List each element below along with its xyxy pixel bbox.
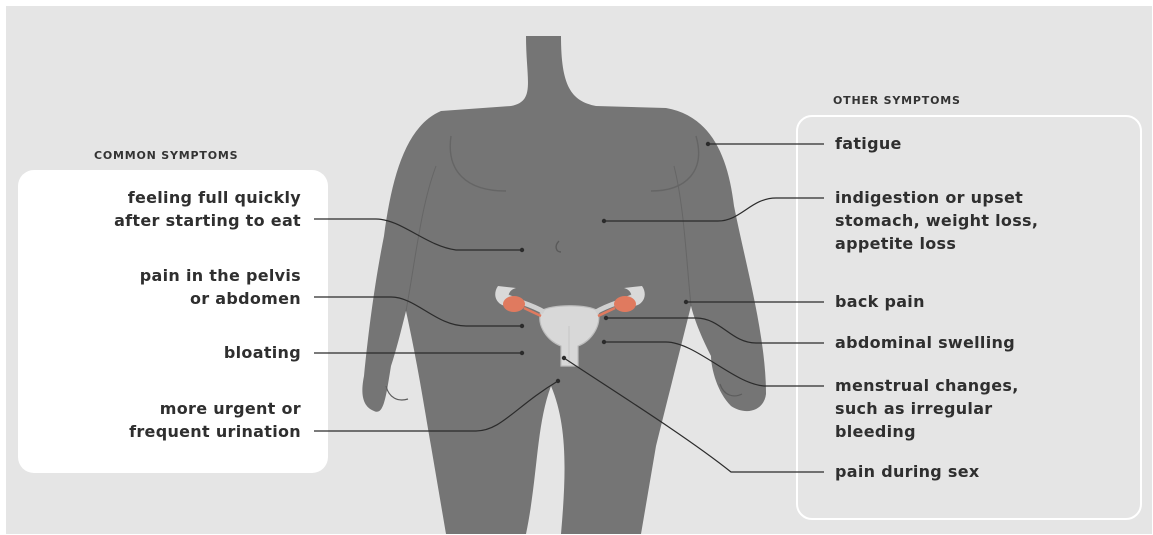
dot-urination bbox=[556, 379, 560, 383]
dot-back-pain bbox=[684, 300, 688, 304]
symptom-bloating: bloating bbox=[224, 341, 301, 364]
dot-full-quickly bbox=[520, 248, 524, 252]
symptom-fatigue: fatigue bbox=[835, 132, 902, 155]
symptom-line: bleeding bbox=[835, 420, 1019, 443]
symptom-line: appetite loss bbox=[835, 232, 1038, 255]
dot-fatigue bbox=[706, 142, 710, 146]
dot-menstrual bbox=[602, 340, 606, 344]
symptom-abdominal-swelling: abdominal swelling bbox=[835, 331, 1015, 354]
symptom-line: after starting to eat bbox=[114, 209, 301, 232]
symptom-pain-sex: pain during sex bbox=[835, 460, 980, 483]
symptom-line: such as irregular bbox=[835, 397, 1019, 420]
symptom-back-pain: back pain bbox=[835, 290, 925, 313]
right-ovary bbox=[614, 296, 636, 312]
dot-pain-sex bbox=[562, 356, 566, 360]
dot-bloating bbox=[520, 351, 524, 355]
symptom-line: fatigue bbox=[835, 132, 902, 155]
symptom-menstrual: menstrual changes, such as irregular ble… bbox=[835, 374, 1019, 443]
other-symptoms-heading: OTHER SYMPTOMS bbox=[833, 94, 961, 107]
symptom-line: back pain bbox=[835, 290, 925, 313]
symptom-pelvis-pain: pain in the pelvis or abdomen bbox=[140, 264, 301, 310]
symptom-line: abdominal swelling bbox=[835, 331, 1015, 354]
symptom-line: menstrual changes, bbox=[835, 374, 1019, 397]
body-silhouette bbox=[362, 36, 766, 534]
symptom-line: pain during sex bbox=[835, 460, 980, 483]
symptom-line: frequent urination bbox=[129, 420, 301, 443]
symptom-line: more urgent or bbox=[129, 397, 301, 420]
dot-pelvis-pain bbox=[520, 324, 524, 328]
symptom-line: pain in the pelvis bbox=[140, 264, 301, 287]
left-ovary bbox=[503, 296, 525, 312]
dot-indigestion bbox=[602, 219, 606, 223]
symptom-indigestion: indigestion or upset stomach, weight los… bbox=[835, 186, 1038, 255]
symptom-line: stomach, weight loss, bbox=[835, 209, 1038, 232]
finger-left bbox=[386, 386, 408, 400]
symptom-line: bloating bbox=[224, 341, 301, 364]
symptom-full-quickly: feeling full quickly after starting to e… bbox=[114, 186, 301, 232]
common-symptoms-heading: COMMON SYMPTOMS bbox=[94, 149, 238, 162]
symptom-line: indigestion or upset bbox=[835, 186, 1038, 209]
dot-abdominal-swelling bbox=[604, 316, 608, 320]
symptom-line: or abdomen bbox=[140, 287, 301, 310]
diagram-canvas: COMMON SYMPTOMS OTHER SYMPTOMS feeling f… bbox=[6, 6, 1152, 534]
symptom-line: feeling full quickly bbox=[114, 186, 301, 209]
symptom-urination: more urgent or frequent urination bbox=[129, 397, 301, 443]
torso-shape bbox=[362, 36, 766, 534]
